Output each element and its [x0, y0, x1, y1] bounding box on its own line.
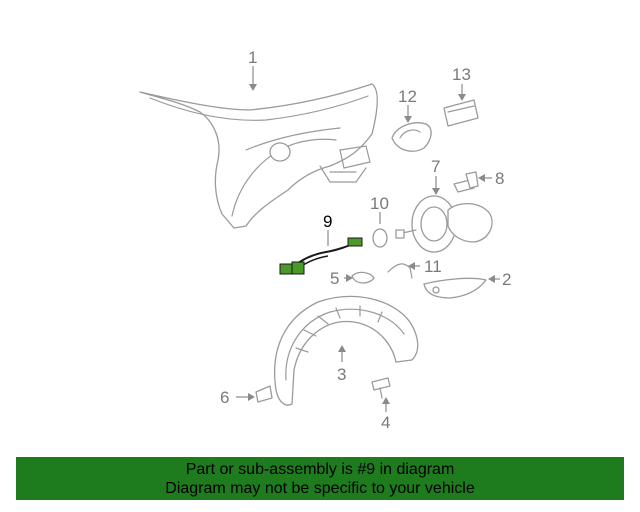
callout-11: 11 — [424, 257, 442, 276]
part-5-clip — [351, 271, 375, 284]
parts-diagram: 1 12 13 7 8 10 9 11 2 5 3 4 6 — [139, 48, 511, 432]
leader-lines — [236, 66, 500, 412]
part-13-reflector — [443, 99, 479, 127]
part-9-harness — [279, 237, 363, 275]
callout-5: 5 — [330, 269, 339, 288]
part-4-screw — [371, 377, 391, 399]
part-7-fuel-door — [395, 195, 493, 253]
banner-line-1: Part or sub-assembly is #9 in diagram — [185, 461, 455, 478]
callout-8: 8 — [495, 169, 504, 188]
callout-4: 4 — [381, 413, 390, 432]
part-6-clip — [255, 385, 273, 403]
info-banner: Part or sub-assembly is #9 in diagram Di… — [16, 457, 624, 500]
part-10-plug — [372, 228, 388, 248]
part-3-liner — [274, 295, 419, 406]
callout-13: 13 — [452, 65, 471, 84]
banner-line-2: Diagram may not be specific to your vehi… — [165, 480, 475, 497]
quarter-panel-part — [139, 83, 378, 229]
callout-9: 9 — [323, 212, 332, 231]
callout-3: 3 — [337, 365, 346, 384]
callout-6: 6 — [220, 388, 229, 407]
callout-10: 10 — [370, 194, 389, 213]
part-12-lamp — [391, 122, 432, 152]
callout-12: 12 — [398, 87, 417, 106]
callout-2: 2 — [502, 270, 511, 289]
callout-7: 7 — [431, 157, 440, 176]
callout-1: 1 — [248, 48, 257, 67]
part-2-bracket — [423, 277, 487, 299]
part-11-tube — [387, 263, 413, 279]
part-8-hinge — [453, 171, 479, 193]
